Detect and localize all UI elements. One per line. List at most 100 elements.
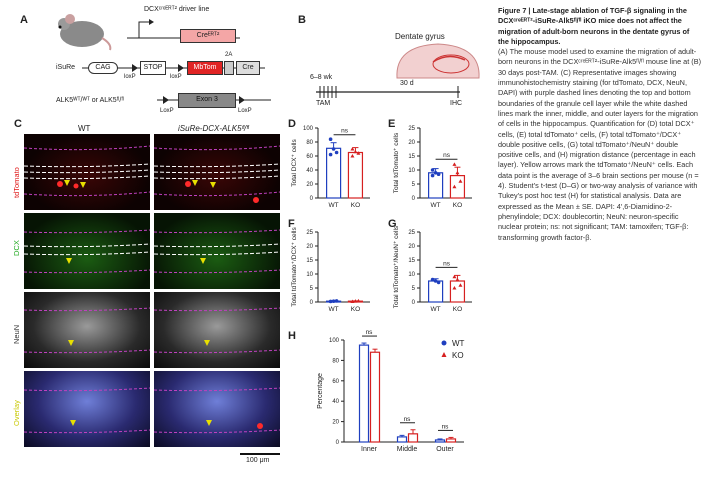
h-ytick-label: 20	[332, 420, 339, 426]
e-ytick-label: 10	[408, 168, 415, 174]
exon3-box: Exon 3	[178, 93, 236, 108]
loxp-label-2: loxP	[170, 74, 182, 80]
d-ytick-label: 60	[306, 154, 313, 160]
e-point-wt	[436, 172, 441, 176]
e-point-ko	[455, 170, 460, 175]
f-ytick-label: 25	[306, 230, 313, 236]
d-point-ko	[350, 147, 355, 151]
d-bar-ko	[347, 151, 364, 199]
loxp-label-4: LoxP	[238, 108, 252, 114]
d-xtick-label: WT	[329, 202, 339, 209]
stop-cassette: STOP	[140, 61, 166, 75]
g-xtick-label: KO	[453, 306, 462, 313]
f-point-ko	[350, 299, 355, 303]
g-ytick-label: 10	[408, 272, 415, 278]
legend-ko-label: KO	[452, 351, 464, 360]
e-bar-wt	[428, 172, 444, 199]
h-xtick-label: Inner	[361, 446, 378, 453]
g-point-wt	[436, 280, 441, 285]
f-point-wt	[331, 299, 336, 303]
caption-title: Figure 7 | Late-stage ablation of TGF-β …	[498, 6, 690, 46]
age-label: 6–8 wk	[310, 74, 333, 81]
h-sig-label: ns	[404, 416, 412, 423]
h-bar-ko-middle	[407, 433, 419, 443]
brain-icon	[396, 43, 480, 79]
alk5-label: ALK5ᵂᵀ/ᵂᵀ or ALK5ᶠˡ/ᶠˡ	[56, 97, 125, 104]
f-point-ko	[356, 298, 361, 303]
d-ylabel: Total DCX⁺ cells	[291, 139, 298, 187]
d-point-ko	[353, 149, 358, 154]
e-point-wt	[430, 168, 435, 172]
micrograph-overlay-lines	[24, 145, 280, 434]
legend-ko-marker	[441, 352, 447, 357]
e-xtick-label: KO	[453, 202, 462, 209]
e-ytick-label: 0	[412, 196, 416, 202]
column-ko-label: iSuRe-DCX-ALK5ᶠˡ/ᶠˡ	[178, 124, 249, 133]
e-point-ko	[452, 162, 457, 166]
g-ytick-label: 15	[408, 258, 415, 264]
e-point-wt	[433, 171, 438, 175]
panel-h-label: H	[288, 330, 296, 342]
h-ytick-label: 0	[336, 440, 340, 446]
h-ytick-label: 40	[332, 399, 339, 405]
d-sig-label: ns	[341, 128, 349, 135]
loxp-label-3: LoxP	[160, 108, 174, 114]
e-ylabel: Total tdTomato⁺ cells	[393, 132, 400, 193]
e-ytick-label: 20	[408, 140, 415, 146]
h-ytick-label: 60	[332, 379, 339, 385]
h-bar-wt-outer	[434, 439, 446, 443]
g-point-ko	[452, 274, 457, 279]
d-ytick-label: 0	[310, 196, 314, 202]
f-ytick-label: 10	[306, 272, 313, 278]
h-xtick-label: Middle	[397, 446, 418, 453]
g-xtick-label: WT	[431, 306, 441, 313]
legend-wt-label: WT	[452, 339, 465, 348]
ihc-label: IHC	[450, 100, 463, 107]
cag-promoter: CAG	[88, 62, 118, 74]
h-ylabel: Percentage	[317, 373, 324, 409]
two-a-box	[224, 61, 234, 75]
e-ytick-label: 5	[412, 182, 416, 188]
e-point-ko	[458, 179, 463, 183]
loxp-label-1: loxP	[124, 74, 136, 80]
d-point-wt	[328, 152, 333, 157]
e-xtick-label: WT	[431, 202, 441, 209]
d-xtick-label: KO	[351, 202, 360, 209]
d-bar-wt	[326, 147, 342, 199]
f-xtick-label: WT	[329, 306, 339, 313]
d-ytick-label: 20	[306, 182, 313, 188]
g-ytick-label: 0	[412, 300, 416, 306]
caption-body: (A) The mouse model used to examine the …	[498, 47, 702, 242]
column-wt-label: WT	[78, 124, 91, 133]
h-bar-wt-middle	[396, 436, 408, 443]
figure-caption: Figure 7 | Late-stage ablation of TGF-β …	[498, 6, 702, 243]
mouse-icon	[58, 14, 112, 51]
legend-wt-marker	[441, 340, 447, 346]
d-point-wt	[328, 137, 333, 141]
d-ytick-label: 80	[306, 140, 313, 146]
panel-f-label: F	[288, 218, 295, 230]
h-bar-ko-inner	[369, 351, 381, 443]
cre-box: Cre	[236, 61, 260, 75]
g-bar-ko	[449, 280, 466, 303]
scale-bar-label: 100 μm	[246, 457, 270, 464]
g-ytick-label: 5	[412, 286, 416, 292]
panel-g-label: G	[388, 218, 397, 230]
d-ytick-label: 100	[303, 126, 314, 132]
panel-c-label: C	[14, 118, 22, 130]
dentate-gyrus-title: Dentate gyrus	[395, 32, 445, 41]
f-ytick-label: 15	[306, 258, 313, 264]
panel-d-label: D	[288, 118, 296, 130]
f-xtick-label: KO	[351, 306, 360, 313]
panel-e-label: E	[388, 118, 396, 130]
d-ytick-label: 40	[306, 168, 313, 174]
panel-b-label: B	[298, 14, 306, 26]
e-sig-label: ns	[443, 152, 451, 159]
h-sig-label: ns	[366, 329, 374, 336]
scale-bar	[240, 453, 280, 455]
f-point-wt	[328, 299, 333, 304]
f-point-ko	[353, 299, 358, 303]
h-ytick-label: 100	[329, 338, 340, 344]
driver-line-label: DCXᶜʳᵉᴱᴿᵀ² driver line	[144, 6, 210, 13]
